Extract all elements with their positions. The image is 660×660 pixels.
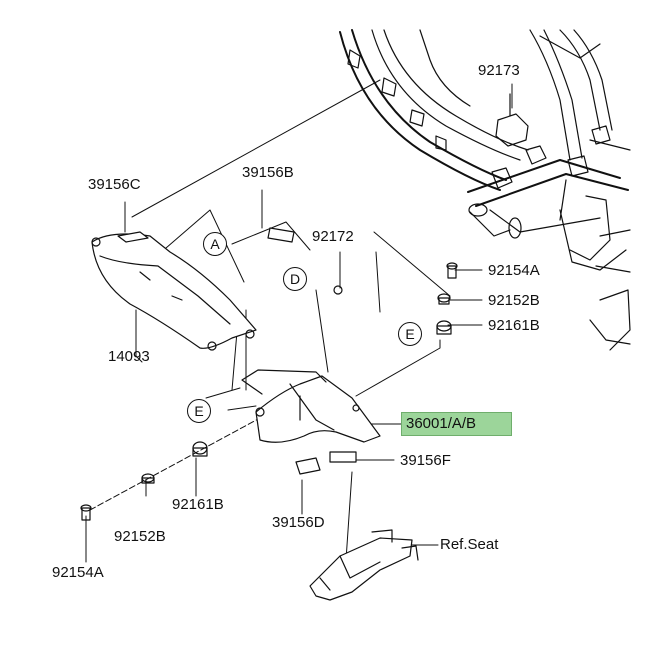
cover-36001-drawing — [255, 375, 381, 443]
pad-drawings — [117, 227, 357, 475]
callout-A: A — [203, 232, 227, 256]
label-39156F[interactable]: 39156F — [400, 452, 451, 469]
label-36001[interactable]: 36001/A/B — [406, 415, 477, 432]
seat-bracket-drawing — [309, 529, 419, 601]
label-39156D[interactable]: 39156D — [272, 514, 325, 531]
label-92173[interactable]: 92173 — [478, 62, 520, 79]
part-highlight-36001 — [401, 412, 512, 436]
frame-drawing — [339, 29, 631, 351]
label-14093[interactable]: 14093 — [108, 348, 150, 365]
callout-E-left: E — [187, 399, 211, 423]
label-92154A-top[interactable]: 92154A — [488, 262, 540, 279]
label-92152B-top[interactable]: 92152B — [488, 292, 540, 309]
linkage-drawing — [241, 369, 327, 395]
callout-D: D — [283, 267, 307, 291]
label-39156B[interactable]: 39156B — [242, 164, 294, 181]
label-92154A-bottom[interactable]: 92154A — [52, 564, 104, 581]
label-92161B-top[interactable]: 92161B — [488, 317, 540, 334]
label-92172[interactable]: 92172 — [312, 228, 354, 245]
callout-E-upper: E — [398, 322, 422, 346]
cover-14093-drawing — [91, 233, 257, 351]
label-92161B-bottom[interactable]: 92161B — [172, 496, 224, 513]
label-39156C[interactable]: 39156C — [88, 176, 141, 193]
label-92152B-bottom[interactable]: 92152B — [114, 528, 166, 545]
label-ref-seat[interactable]: Ref.Seat — [440, 536, 499, 553]
fastener-drawings — [80, 262, 458, 521]
